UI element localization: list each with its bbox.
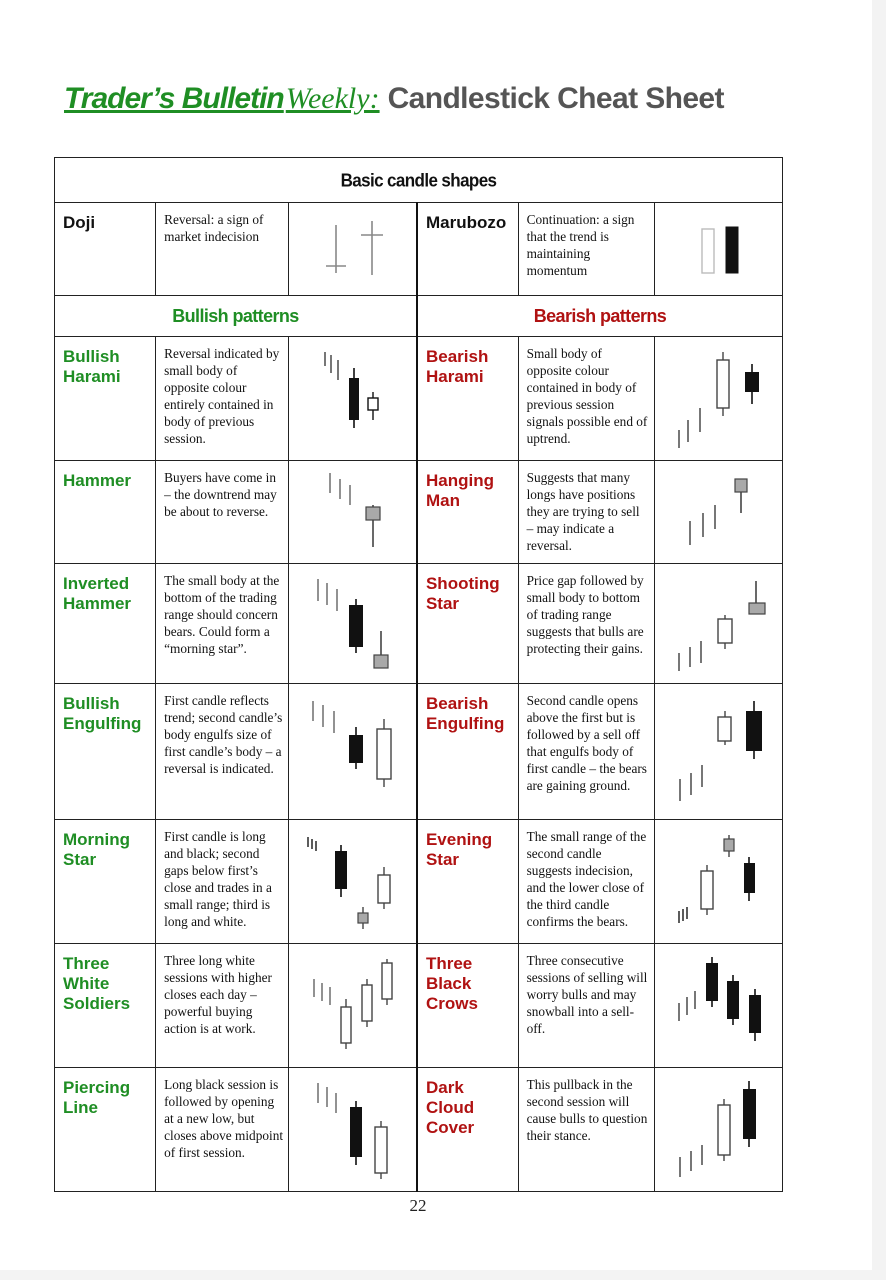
title-brand: Trader’s Bulletin xyxy=(64,82,285,115)
three-white-soldiers-candles xyxy=(313,958,393,1049)
piercing-line-desc: Long black session is followed by openin… xyxy=(155,1067,290,1192)
evening-star-candles xyxy=(677,834,755,923)
morning-star-desc: First candle is long and black; second g… xyxy=(155,819,290,944)
three-white-soldiers-name: Three White Soldiers xyxy=(53,943,157,1068)
bearish-section-header: Bearish patterns xyxy=(416,295,783,337)
bullish-section-header: Bullish patterns xyxy=(53,295,418,337)
pattern-row: Hammer Buyers have come in – the downtre… xyxy=(53,460,784,564)
hammer-desc: Buyers have come in – the downtrend may … xyxy=(155,460,290,564)
three-black-crows-desc: Three consecutive sessions of selling wi… xyxy=(517,943,655,1068)
hanging-man-name: Hanging Man xyxy=(416,460,519,564)
hanging-man-candles xyxy=(688,478,748,545)
marubozo-candles xyxy=(701,226,739,274)
pattern-row: Bullish Harami Reversal indicated by sma… xyxy=(53,336,784,461)
page-title: Trader’s BulletinWeekly:Candlestick Chea… xyxy=(64,82,724,116)
doji-figure xyxy=(288,202,418,296)
inverted-hammer-figure xyxy=(288,563,418,684)
title-subject: Candlestick Cheat Sheet xyxy=(387,82,725,115)
bullish-engulfing-candles xyxy=(312,700,392,787)
pattern-row: Three White Soldiers Three long white se… xyxy=(53,943,784,1068)
bearish-harami-figure xyxy=(653,336,784,461)
shooting-star-name: Shooting Star xyxy=(416,563,519,684)
evening-star-name: Evening Star xyxy=(416,819,519,944)
piercing-line-name: Piercing Line xyxy=(53,1067,157,1192)
title-weekly: Weekly: xyxy=(285,82,380,115)
page-number: 22 xyxy=(409,1196,427,1215)
dark-cloud-cover-figure xyxy=(653,1067,784,1192)
morning-star-name: Morning Star xyxy=(53,819,157,944)
hammer-candles xyxy=(329,473,381,547)
piercing-line-candles xyxy=(317,1082,388,1179)
bearish-engulfing-desc: Second candle opens above the first but … xyxy=(517,683,655,820)
inverted-hammer-desc: The small body at the bottom of the trad… xyxy=(155,563,290,684)
evening-star-desc: The small range of the second candle sug… xyxy=(517,819,655,944)
basic-shapes-header: Basic candle shapes xyxy=(54,155,783,205)
bearish-engulfing-figure xyxy=(653,683,784,820)
pattern-row: Piercing Line Long black session is foll… xyxy=(53,1067,784,1192)
inverted-hammer-candles xyxy=(317,578,389,669)
cheat-sheet-table: Basic candle shapes Doji Reversal: a sig… xyxy=(53,155,784,1192)
hanging-man-figure xyxy=(653,460,784,564)
dark-cloud-cover-candles xyxy=(678,1080,756,1177)
three-black-crows-candles xyxy=(677,956,761,1041)
three-white-soldiers-figure xyxy=(288,943,418,1068)
shooting-star-candles xyxy=(677,580,766,671)
bullish-harami-name: Bullish Harami xyxy=(53,336,157,461)
evening-star-figure xyxy=(653,819,784,944)
hammer-name: Hammer xyxy=(53,460,157,564)
hanging-man-desc: Suggests that many longs have positions … xyxy=(517,460,655,564)
three-black-crows-figure xyxy=(653,943,784,1068)
bearish-harami-candles xyxy=(677,351,759,448)
bullish-harami-candles xyxy=(324,351,379,428)
bullish-harami-desc: Reversal indicated by small body of oppo… xyxy=(155,336,290,461)
bullish-engulfing-desc: First candle reflects trend; second cand… xyxy=(155,683,290,820)
three-black-crows-name: Three Black Crows xyxy=(416,943,519,1068)
three-white-soldiers-desc: Three long white sessions with higher cl… xyxy=(155,943,290,1068)
inverted-hammer-name: Inverted Hammer xyxy=(53,563,157,684)
morning-star-figure xyxy=(288,819,418,944)
pattern-row: Morning Star First candle is long and bl… xyxy=(53,819,784,944)
hammer-figure xyxy=(288,460,418,564)
bullish-harami-figure xyxy=(288,336,418,461)
dark-cloud-cover-name: Dark Cloud Cover xyxy=(416,1067,519,1192)
basic-row: Doji Reversal: a sign of market indecisi… xyxy=(53,202,784,296)
shooting-star-figure xyxy=(653,563,784,684)
shooting-star-desc: Price gap followed by small body to bott… xyxy=(517,563,655,684)
bearish-harami-name: Bearish Harami xyxy=(416,336,519,461)
marubozo-desc: Continuation: a sign that the trend is m… xyxy=(517,202,655,296)
bullish-engulfing-name: Bullish Engulfing xyxy=(53,683,157,820)
marubozo-name: Marubozo xyxy=(416,202,519,296)
bearish-harami-desc: Small body of opposite colour contained … xyxy=(517,336,655,461)
pattern-row: Inverted Hammer The small body at the bo… xyxy=(53,563,784,684)
piercing-line-figure xyxy=(288,1067,418,1192)
marubozo-figure xyxy=(653,202,784,296)
doji-candles xyxy=(326,221,384,275)
bearish-engulfing-candles xyxy=(678,700,762,801)
page: Trader’s BulletinWeekly:Candlestick Chea… xyxy=(0,0,872,1270)
bearish-engulfing-name: Bearish Engulfing xyxy=(416,683,519,820)
doji-name: Doji xyxy=(53,202,157,296)
pattern-row: Bullish Engulfing First candle reflects … xyxy=(53,683,784,820)
doji-desc: Reversal: a sign of market indecision xyxy=(155,202,290,296)
bullish-engulfing-figure xyxy=(288,683,418,820)
morning-star-candles xyxy=(307,836,391,929)
dark-cloud-cover-desc: This pullback in the second session will… xyxy=(517,1067,655,1192)
